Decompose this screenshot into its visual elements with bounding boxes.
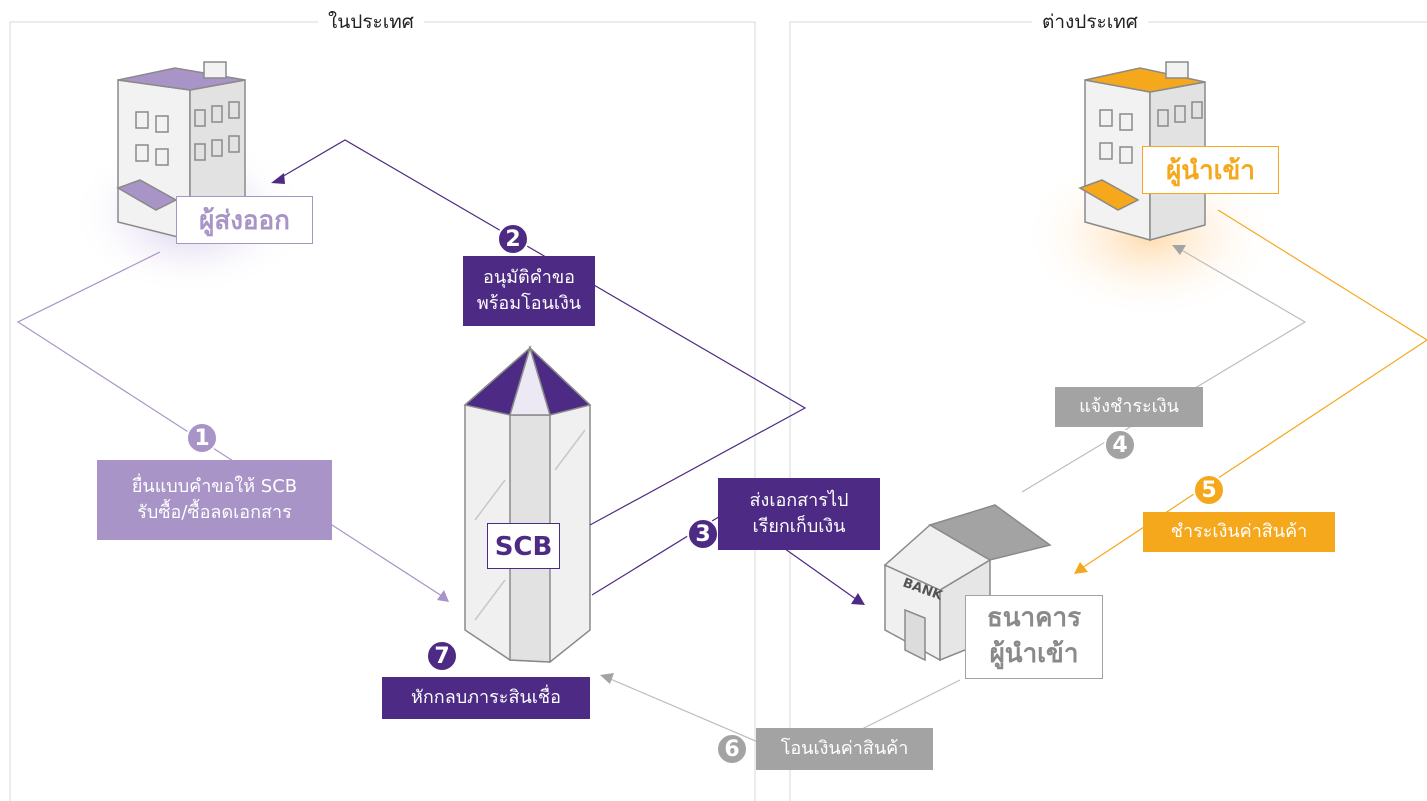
step-6-line1: โอนเงินค่าสินค้า bbox=[780, 738, 909, 759]
step-3-line1: ส่งเอกสารไป bbox=[749, 490, 849, 511]
arrowhead-step-2 bbox=[271, 173, 285, 184]
arrowhead-step-4 bbox=[1172, 245, 1186, 255]
step-4-box: แจ้งชำระเงิน bbox=[1055, 387, 1203, 427]
step-4-line1: แจ้งชำระเงิน bbox=[1079, 396, 1179, 417]
exporter-label: ผู้ส่งออก bbox=[176, 196, 313, 244]
step-1-line1: ยื่นแบบคำขอให้ SCB bbox=[131, 476, 298, 497]
step-4-badge: 4 bbox=[1104, 429, 1136, 461]
step-3-badge: 3 bbox=[687, 518, 719, 550]
importer-bank-label: ธนาคาร ผู้นำเข้า bbox=[965, 595, 1103, 679]
step-2-line1: อนุมัติคำขอ bbox=[483, 267, 575, 288]
step-3-line2: เรียกเก็บเงิน bbox=[752, 516, 846, 537]
step-5-line1: ชำระเงินค่าสินค้า bbox=[1170, 521, 1308, 542]
importer-bank-label-line1: ธนาคาร bbox=[986, 603, 1082, 633]
importer-bank-icon bbox=[883, 504, 1052, 662]
step-2-badge: 2 bbox=[497, 223, 529, 255]
step-7-badge: 7 bbox=[426, 640, 458, 672]
importer-bank-label-line2: ผู้นำเข้า bbox=[989, 639, 1079, 669]
arrowhead-step-6 bbox=[600, 673, 614, 684]
importer-building-icon bbox=[1078, 61, 1206, 241]
step-5-badge: 5 bbox=[1193, 474, 1225, 506]
step-6-badge: 6 bbox=[716, 733, 748, 765]
step-5-box: ชำระเงินค่าสินค้า bbox=[1143, 512, 1335, 552]
scb-tower-icon bbox=[463, 345, 592, 663]
arrowhead-step-5 bbox=[1074, 562, 1088, 574]
step-7-line1: หักกลบภาระสินเชื่อ bbox=[411, 687, 561, 708]
step-2-line2: พร้อมโอนเงิน bbox=[476, 293, 582, 314]
scb-label: SCB bbox=[487, 523, 560, 569]
step-1-badge: 1 bbox=[186, 422, 218, 454]
flow-line-step-1 bbox=[16, 251, 446, 599]
exporter-building-icon bbox=[116, 61, 246, 241]
step-1-box: ยื่นแบบคำขอให้ SCB รับซื้อ/ซื้อลดเอกสาร bbox=[97, 460, 332, 540]
arrowhead-step-3 bbox=[851, 593, 865, 605]
arrowhead-step-1 bbox=[437, 590, 449, 602]
step-7-box: หักกลบภาระสินเชื่อ bbox=[382, 677, 590, 719]
overseas-region-title: ต่างประเทศ bbox=[1032, 4, 1148, 40]
step-1-line2: รับซื้อ/ซื้อลดเอกสาร bbox=[137, 502, 292, 523]
step-3-box: ส่งเอกสารไป เรียกเก็บเงิน bbox=[718, 478, 880, 550]
importer-label: ผู้นำเข้า bbox=[1142, 146, 1279, 194]
step-6-box: โอนเงินค่าสินค้า bbox=[756, 728, 933, 770]
step-2-box: อนุมัติคำขอ พร้อมโอนเงิน bbox=[463, 256, 595, 326]
domestic-region-title: ในประเทศ bbox=[318, 4, 424, 40]
